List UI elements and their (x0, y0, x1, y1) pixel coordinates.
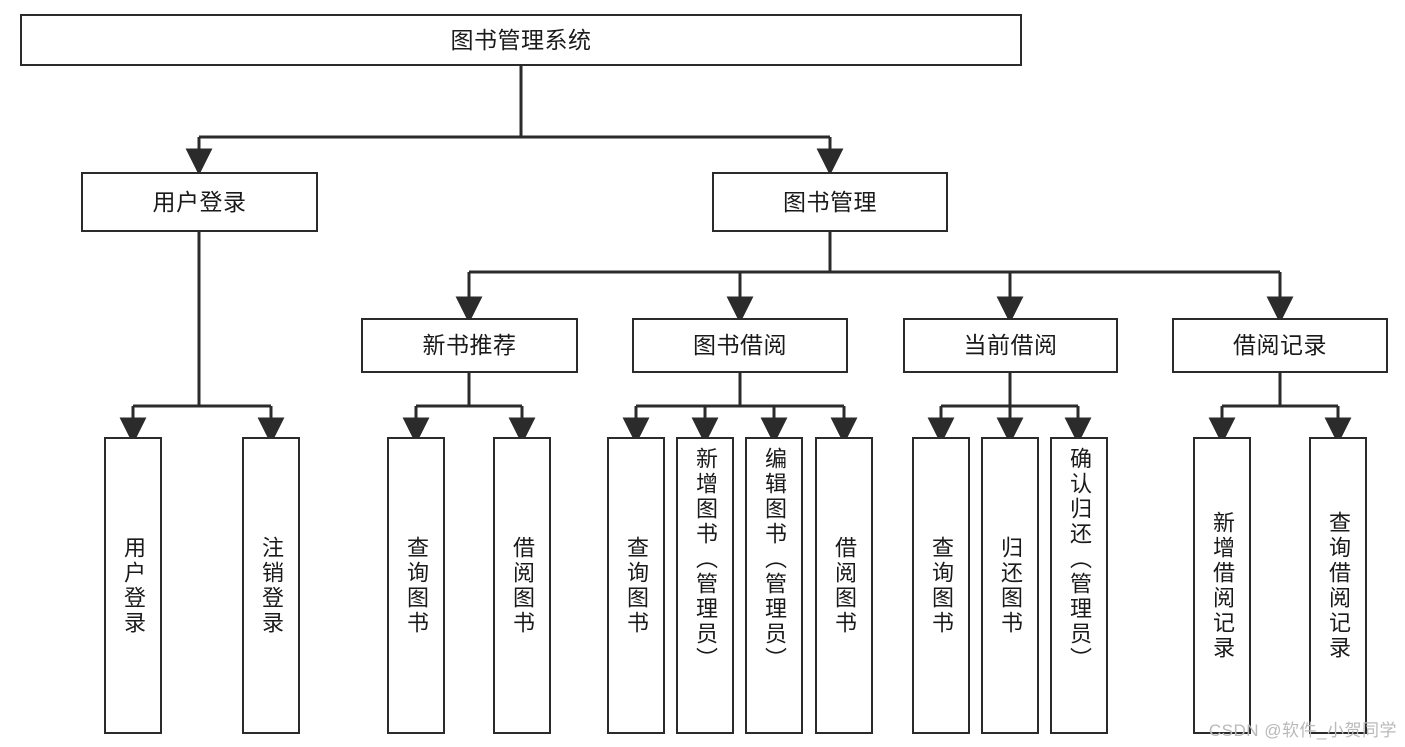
node-current-borrow[interactable]: 当前借阅 (903, 318, 1118, 373)
node-leaf-confirm-return[interactable]: 确认归还（管理员） (1050, 437, 1108, 734)
node-leaf-add-record-label: 新增借阅记录 (1210, 510, 1235, 661)
node-user-login-label: 用户登录 (152, 188, 247, 215)
leaf-text-wrap: 新增图书（管理员） (678, 439, 732, 740)
node-leaf-logout[interactable]: 注销登录 (242, 437, 300, 734)
leaf-text-wrap: 查询图书 (609, 439, 663, 732)
node-leaf-return-book-label: 归还图书 (998, 535, 1023, 636)
node-leaf-borrow-book-1-label: 借阅图书 (510, 535, 535, 636)
leaf-text-wrap: 借阅图书 (817, 439, 871, 732)
leaf-text-wrap: 查询借阅记录 (1311, 439, 1365, 732)
node-new-book-recommend[interactable]: 新书推荐 (361, 318, 578, 373)
leaf-text-wrap: 注销登录 (244, 439, 298, 732)
node-root[interactable]: 图书管理系统 (20, 14, 1022, 66)
node-leaf-query-book-3-label: 查询图书 (929, 535, 954, 636)
node-root-label: 图书管理系统 (450, 26, 592, 53)
node-leaf-query-book-1-label: 查询图书 (404, 535, 429, 636)
node-leaf-return-book[interactable]: 归还图书 (981, 437, 1039, 734)
leaf-text-wrap: 查询图书 (914, 439, 968, 732)
node-leaf-add-record[interactable]: 新增借阅记录 (1193, 437, 1251, 734)
node-borrow-record-label: 借阅记录 (1233, 332, 1327, 359)
leaf-text-wrap: 归还图书 (983, 439, 1037, 732)
node-leaf-borrow-book-2-label: 借阅图书 (832, 535, 857, 636)
node-new-book-recommend-label: 新书推荐 (422, 332, 517, 359)
node-leaf-edit-book[interactable]: 编辑图书（管理员） (745, 437, 803, 734)
leaf-text-wrap: 编辑图书（管理员） (747, 439, 801, 740)
node-leaf-user-login-label: 用户登录 (121, 535, 146, 636)
node-book-borrow[interactable]: 图书借阅 (632, 318, 848, 373)
leaf-text-wrap: 查询图书 (389, 439, 443, 732)
node-leaf-add-book[interactable]: 新增图书（管理员） (676, 437, 734, 734)
leaf-text-wrap: 新增借阅记录 (1195, 439, 1249, 732)
node-leaf-logout-label: 注销登录 (259, 535, 284, 636)
node-leaf-borrow-book-2[interactable]: 借阅图书 (815, 437, 873, 734)
node-leaf-borrow-book-1[interactable]: 借阅图书 (493, 437, 551, 734)
csdn-watermark: CSDN @软件_小贺同学 (1208, 721, 1397, 740)
node-leaf-query-book-3[interactable]: 查询图书 (912, 437, 970, 734)
leaf-text-wrap: 用户登录 (106, 439, 160, 732)
leaf-text-wrap: 借阅图书 (495, 439, 549, 732)
node-leaf-query-book-2[interactable]: 查询图书 (607, 437, 665, 734)
node-leaf-query-record[interactable]: 查询借阅记录 (1309, 437, 1367, 734)
node-leaf-add-book-label: 新增图书（管理员） (693, 447, 718, 672)
node-leaf-query-book-1[interactable]: 查询图书 (387, 437, 445, 734)
node-leaf-query-record-label: 查询借阅记录 (1326, 510, 1351, 661)
node-current-borrow-label: 当前借阅 (963, 332, 1058, 359)
node-book-manage-label: 图书管理 (783, 188, 877, 215)
node-book-manage[interactable]: 图书管理 (712, 172, 948, 232)
node-leaf-confirm-return-label: 确认归还（管理员） (1067, 447, 1092, 672)
node-leaf-user-login[interactable]: 用户登录 (104, 437, 162, 734)
leaf-text-wrap: 确认归还（管理员） (1052, 439, 1106, 740)
node-book-borrow-label: 图书借阅 (693, 332, 787, 359)
node-leaf-edit-book-label: 编辑图书（管理员） (762, 447, 787, 672)
node-borrow-record[interactable]: 借阅记录 (1172, 318, 1388, 373)
node-leaf-query-book-2-label: 查询图书 (624, 535, 649, 636)
node-user-login[interactable]: 用户登录 (81, 172, 318, 232)
